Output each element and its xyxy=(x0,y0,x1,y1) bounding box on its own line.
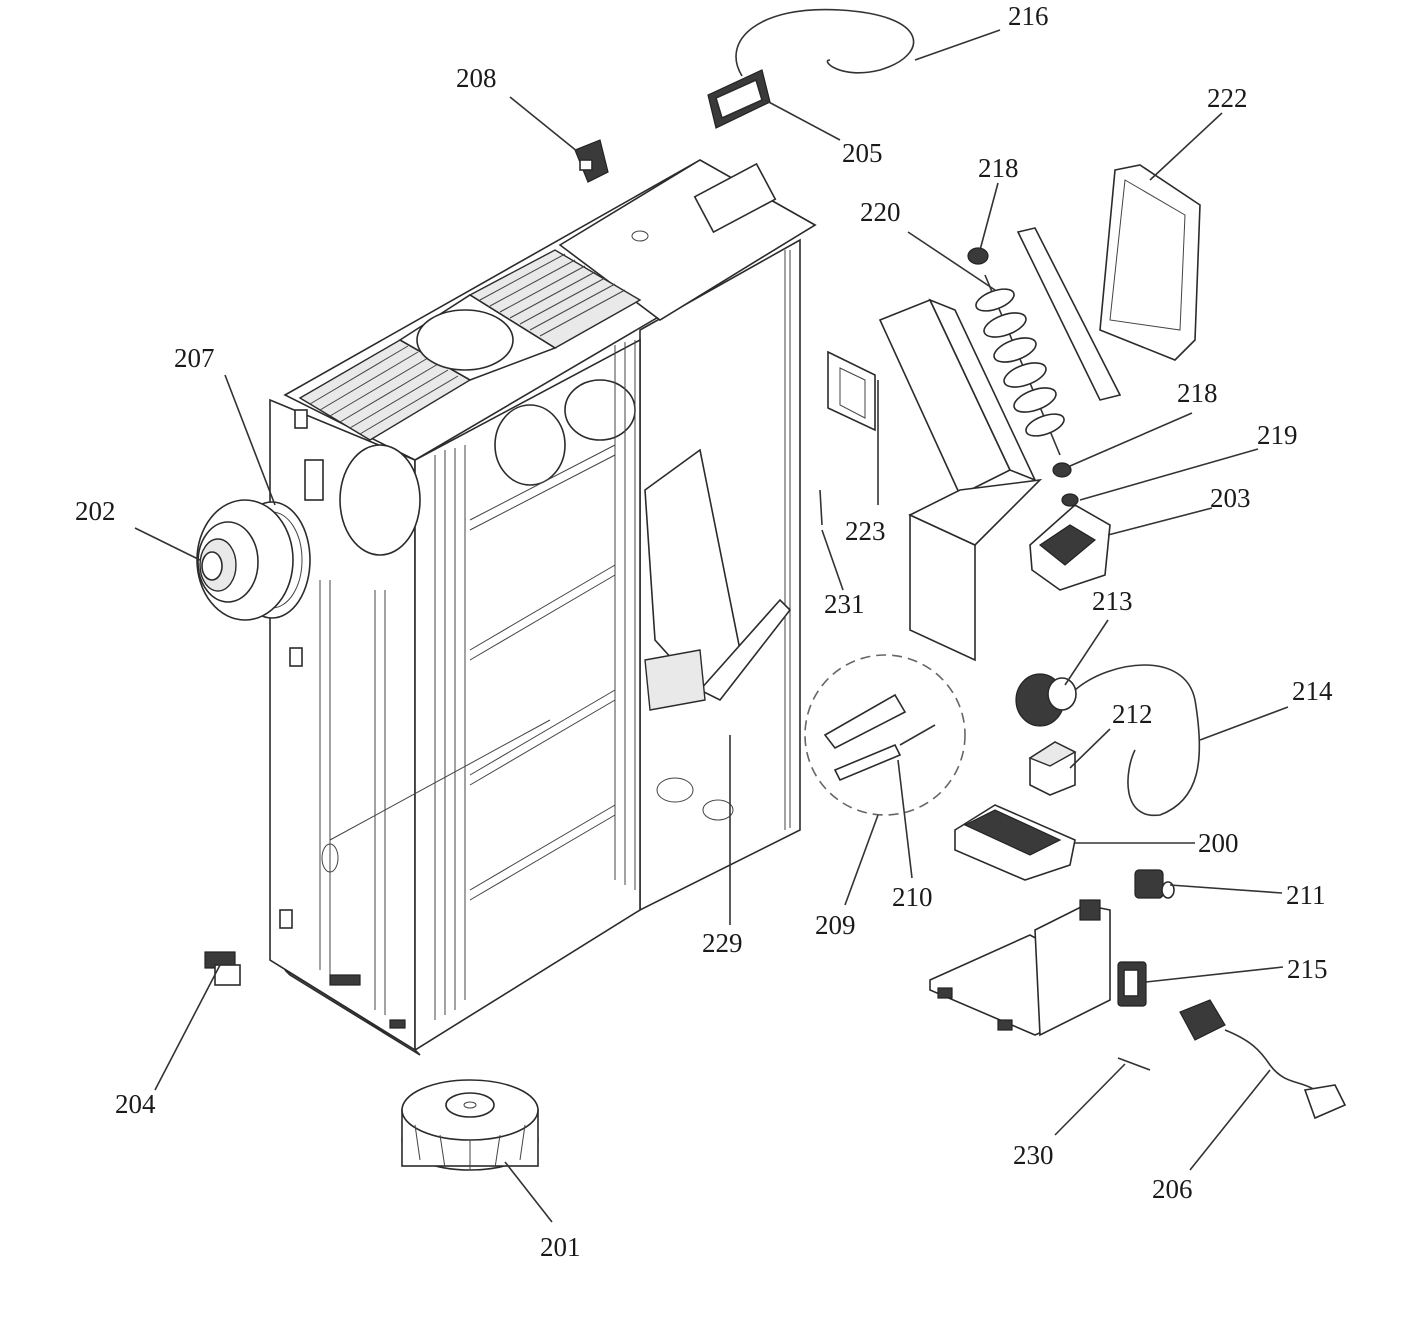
leader-lines xyxy=(134,29,1289,1223)
part-206-power-cord xyxy=(1179,999,1347,1120)
label-209: 209 xyxy=(815,910,856,940)
part-223-gasket-plate xyxy=(827,350,876,432)
part-202-motor xyxy=(196,499,294,621)
auger-tube xyxy=(878,227,1122,662)
label-207: 207 xyxy=(174,343,215,373)
part-200-control-board xyxy=(954,804,1076,881)
label-203: 203 xyxy=(1210,483,1251,513)
label-213: 213 xyxy=(1092,586,1133,616)
label-220: 220 xyxy=(860,197,901,227)
label-219: 219 xyxy=(1257,420,1298,450)
part-216-cable xyxy=(735,8,915,77)
label-204: 204 xyxy=(115,1089,156,1119)
part-213-exhaust-fan xyxy=(1015,673,1077,727)
part-labels: 216 208 222 205 218 220 207 218 219 203 … xyxy=(75,1,1333,1262)
label-216: 216 xyxy=(1008,1,1049,31)
label-229: 229 xyxy=(702,928,743,958)
part-215-switch xyxy=(1117,961,1147,1007)
label-215: 215 xyxy=(1287,954,1328,984)
part-230-pin xyxy=(1117,1057,1151,1071)
part-218-nut-bottom xyxy=(1052,462,1072,478)
label-218-bottom: 218 xyxy=(1177,378,1218,408)
part-211-switch xyxy=(1134,869,1175,899)
part-220-auger xyxy=(975,274,1065,456)
part-203-gear-motor xyxy=(1029,504,1111,591)
part-205-display xyxy=(707,69,771,129)
part-218-nut-top xyxy=(967,247,989,265)
label-208: 208 xyxy=(456,63,497,93)
electronics-bracket xyxy=(929,899,1111,1037)
part-209-210-detail xyxy=(804,654,966,816)
label-230: 230 xyxy=(1013,1140,1054,1170)
label-218-top: 218 xyxy=(978,153,1019,183)
label-211: 211 xyxy=(1286,880,1326,910)
part-214-cable xyxy=(1074,664,1201,816)
label-212: 212 xyxy=(1112,699,1153,729)
label-200: 200 xyxy=(1198,828,1239,858)
part-219-shaft xyxy=(1061,493,1079,507)
label-202: 202 xyxy=(75,496,116,526)
label-223: 223 xyxy=(845,516,886,546)
part-204-thermostat xyxy=(204,951,241,986)
label-201: 201 xyxy=(540,1232,581,1262)
label-222: 222 xyxy=(1207,83,1248,113)
main-cabinet xyxy=(269,159,817,1056)
part-231-pin xyxy=(819,489,823,526)
part-212-box xyxy=(1028,741,1077,796)
part-222-gasket xyxy=(1099,164,1201,361)
label-231: 231 xyxy=(824,589,865,619)
label-210: 210 xyxy=(892,882,933,912)
label-214: 214 xyxy=(1292,676,1333,706)
part-201-fan-wheel xyxy=(401,1079,539,1171)
label-205: 205 xyxy=(842,138,883,168)
part-208-connector xyxy=(574,139,609,183)
label-206: 206 xyxy=(1152,1174,1193,1204)
